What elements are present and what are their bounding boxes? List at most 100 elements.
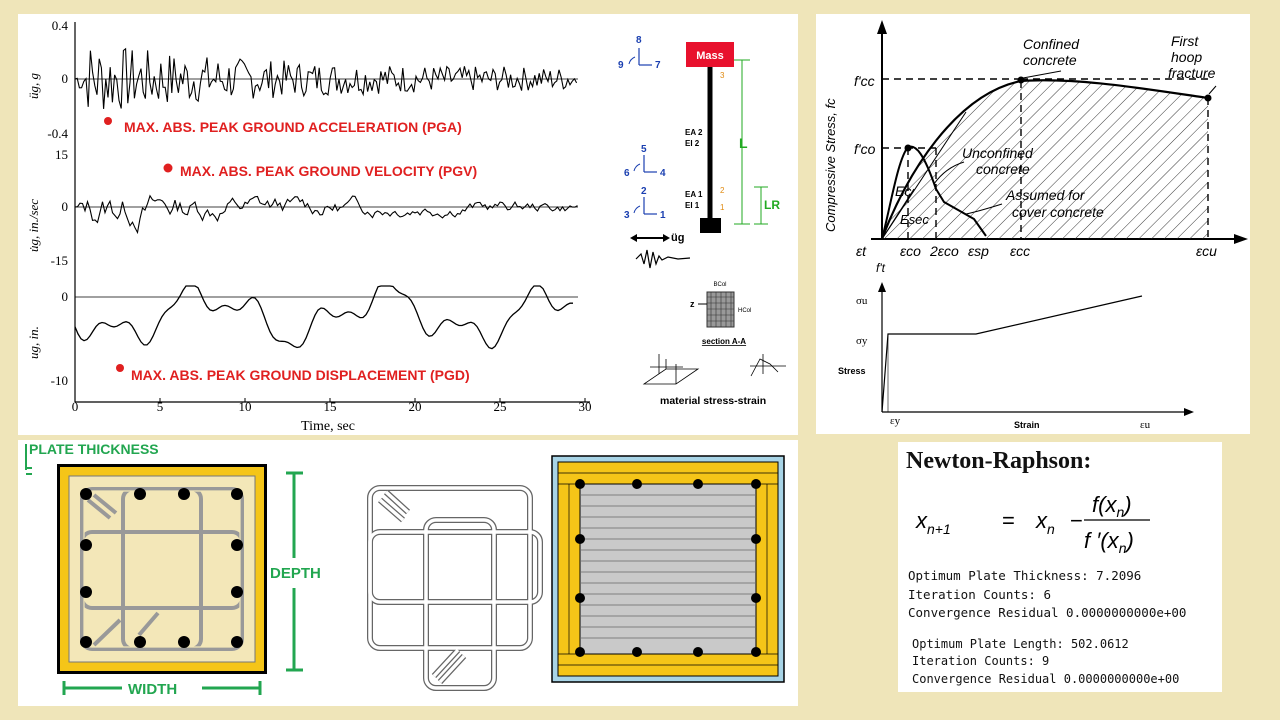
ground-excitation-icon: üg [630,232,691,269]
node-numbers: 3 2 1 [720,71,725,212]
material-caption: material stress-strain [660,395,766,407]
width-label: WIDTH [128,681,177,698]
acceleration-trace [74,47,578,109]
eps-y-label: εy [890,415,901,427]
velocity-trace [74,194,578,235]
formula-denominator: f ′(xn) [1084,528,1134,556]
dof-6: 6 [624,168,630,179]
dof-4: 4 [660,168,666,179]
reinforced-section-left [57,464,267,674]
newton-raphson-panel: Newton-Raphson: xn+1 = xn − f(xn) f ′(xn… [898,442,1222,692]
accel-tick-top: 0.4 [52,18,69,33]
column-model: 8 9 7 5 6 4 2 3 1 Mass EA 2 EI 2 [618,35,786,407]
displacement-trace [74,285,573,350]
optimum-thickness: Optimum Plate Thickness: 7.2096 [908,568,1142,583]
ec-label: Ec [895,183,911,199]
concrete-model-panel: Compressive Stress, fc f'cc f'co Confine… [816,14,1250,434]
ea1-label: EA 1 [685,190,703,199]
stirrup-sketch [367,485,543,691]
eco-label: εco [900,243,921,259]
dof-top-icon: 8 9 7 [618,35,661,71]
dof-9: 9 [618,60,624,71]
accel-tick-bottom: -0.4 [47,126,68,141]
stirrup-sketch-inner [368,486,542,690]
disp-tick-zero: 0 [62,289,69,304]
formula-equals: = [1002,508,1015,533]
steel-stress-label: Stress [838,366,866,376]
fiber-section-right [551,455,785,683]
x-axis-label: Time, sec [301,419,355,434]
fco-label: f'co [854,141,876,157]
dof-3: 3 [624,210,630,221]
first-hoop-label-1: First [1171,33,1199,49]
unconfined-label-1: Unconfined [962,145,1034,161]
velocity-plot: 15 0 -15 u̇g, in./sec MAX. ABS. PEAK GRO… [26,147,578,268]
x-tick-5: 5 [157,399,164,414]
x-tick-10: 10 [239,399,252,414]
node-2: 2 [720,186,725,195]
ecu-label: εcu [1196,243,1217,259]
steel-stress-strain: σu σy Stress εy Strain εu [836,282,1196,431]
esp-label: εsp [968,243,989,259]
first-hoop-label-2: hoop [1171,49,1202,65]
x-tick-25: 25 [494,399,507,414]
et-label: εt [856,243,867,259]
dof-2: 2 [641,186,647,197]
length-l-label: L [739,135,748,151]
formula-xn: xn [1035,508,1055,537]
dof-7: 7 [655,60,661,71]
pga-marker [104,117,112,125]
residual-2: Convergence Residual 0.0000000000e+00 [912,672,1180,686]
hcol-label: HCol [738,308,751,314]
confined-region-hatch [882,80,1208,240]
section-figure: PLATE THICKNESS [25,441,785,698]
dof-bot-icon: 2 3 1 [624,186,666,221]
residual-1: Convergence Residual 0.0000000000e+00 [908,605,1187,620]
dof-1: 1 [660,210,666,221]
concrete-labels: Compressive Stress, fc f'cc f'co Confine… [823,33,1217,275]
eps-u-label: εu [1140,419,1151,431]
accel-tick-zero: 0 [62,71,69,86]
dimension-lines [734,59,768,225]
bcol-label: BCol [713,282,726,288]
acceleration-plot: 0.4 0 -0.4 üg, g MAX. ABS. PEAK GROUND A… [26,18,578,141]
ecc-label: εcc [1010,243,1030,259]
displacement-plot: 0 -10 ug, in. MAX. ABS. PEAK GROUND DISP… [26,285,578,388]
disp-ylabel: ug, in. [26,326,41,359]
pgd-label: MAX. ABS. PEAK GROUND DISPLACEMENT (PGD) [131,367,470,383]
confined-label-1: Confined [1023,36,1080,52]
formula-numerator: f(xn) [1092,492,1132,520]
optimum-length: Optimum Plate Length: 502.0612 [912,637,1129,651]
disp-tick-bottom: -10 [51,373,68,388]
ft-label: f't [876,261,886,275]
newton-formula: xn+1 = xn − f(xn) f ′(xn) [915,492,1150,556]
vel-tick-zero: 0 [62,199,69,214]
mass-block [686,42,734,67]
pgd-marker [116,364,124,372]
x-tick-20: 20 [409,399,422,414]
section-panel: PLATE THICKNESS [18,440,798,706]
dof-5: 5 [641,144,647,155]
formula-minus: − [1070,508,1083,533]
ei2-label: EI 2 [685,139,700,148]
confined-label-2: concrete [1023,52,1077,68]
formula-xn1: xn+1 [915,508,951,537]
leader-lines [933,70,1217,215]
section-dimensions [62,471,303,695]
fcc-label: f'cc [854,73,875,89]
pgv-marker [163,163,173,173]
material-icons [642,354,786,385]
ground-motion-figure: 0 5 10 15 20 25 30 Time, sec 0.4 0 -0.4 … [26,18,786,434]
plate-thickness-label: PLATE THICKNESS [29,441,159,457]
concrete-ylabel: Compressive Stress, fc [823,98,838,232]
node-3: 3 [720,71,725,80]
first-hoop-label-3: fracture [1168,65,1216,81]
sigma-u-label: σu [856,295,868,307]
newton-title: Newton-Raphson: [906,448,1092,474]
esec-label: Esec [900,212,929,227]
steel-curve [881,295,1143,413]
ea2-label: EA 2 [685,128,703,137]
x-tick-15: 15 [324,399,337,414]
ei1-label: EI 1 [685,201,700,210]
x-tick-30: 30 [579,399,592,414]
